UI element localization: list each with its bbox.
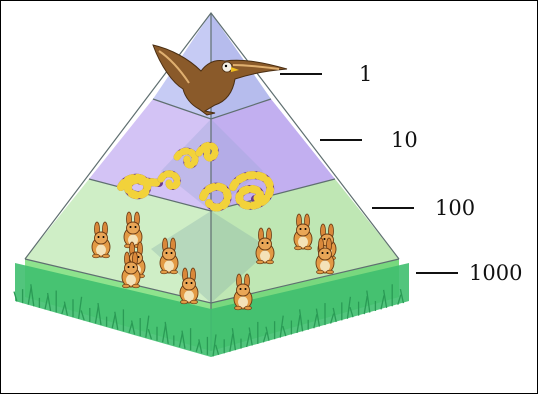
rabbit-group: [91, 211, 337, 311]
snake-icon: [117, 142, 275, 212]
rabbit-icon: [255, 227, 275, 265]
grass-icon: [13, 263, 409, 357]
level-count-label: 1000: [469, 261, 523, 285]
rabbit-icon: [293, 213, 313, 251]
level-count-label: 100: [435, 196, 476, 220]
rabbit-icon: [179, 267, 199, 305]
rabbit-icon: [121, 251, 141, 289]
eagle-icon: [152, 44, 288, 116]
rabbit-icon: [91, 221, 111, 259]
rabbit-icon: [233, 273, 253, 311]
level-count-label: 10: [391, 128, 418, 152]
level-leader-lines: [280, 73, 458, 274]
rabbit-icon: [159, 237, 179, 275]
level-count-label: 1: [359, 62, 373, 86]
rabbit-icon: [315, 237, 335, 275]
rabbit-icon: [123, 211, 143, 249]
